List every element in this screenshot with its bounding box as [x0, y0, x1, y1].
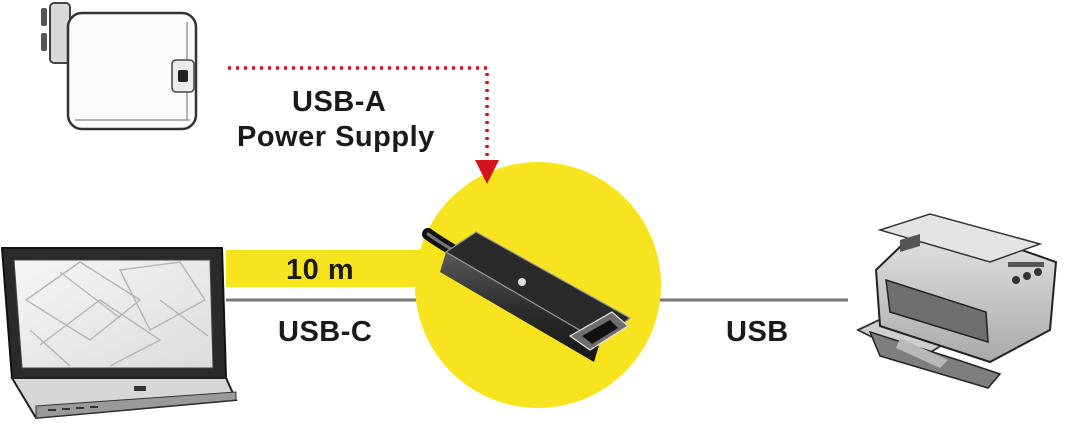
- wall-charger-icon: [41, 2, 198, 131]
- power-supply-label-line1: USB-A: [292, 86, 387, 118]
- power-link-arrow: [228, 66, 489, 168]
- laptop-icon: [0, 247, 238, 420]
- printer-icon: [855, 213, 1058, 389]
- power-link-arrowhead: [475, 160, 499, 184]
- usb-extender-icon: [422, 228, 632, 362]
- usb-label: USB: [726, 316, 789, 348]
- length-band: [226, 250, 426, 287]
- usb-c-label: USB-C: [278, 316, 373, 348]
- cable-length-label: 10 m: [286, 254, 355, 286]
- power-supply-label-line2: Power Supply: [237, 121, 435, 153]
